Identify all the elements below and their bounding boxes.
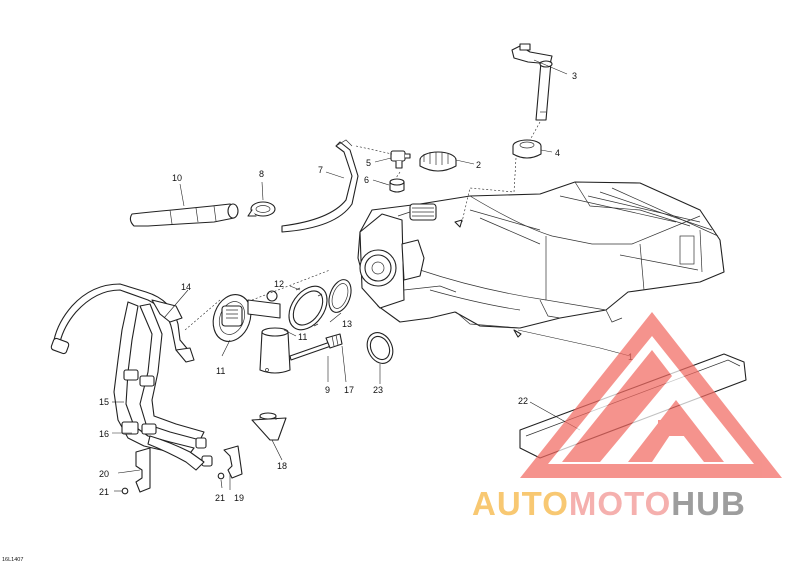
watermark-hub: HUB — [671, 485, 746, 522]
pickup-tube — [289, 333, 343, 361]
callout-22: 22 — [518, 396, 528, 406]
callout-13: 13 — [342, 319, 352, 329]
fuel-tank — [357, 181, 725, 329]
watermark-auto: AUTO — [472, 485, 569, 522]
callout-23: 23 — [373, 385, 383, 395]
callout-10: 10 — [172, 173, 182, 183]
watermark-moto: MOTO — [569, 485, 671, 522]
fuel-pump — [184, 269, 331, 374]
grommet — [512, 139, 542, 159]
locking-ring — [288, 285, 328, 331]
callout-19: 19 — [234, 493, 244, 503]
svg-text:AUTOMOTOHUB: AUTOMOTOHUB — [472, 485, 746, 522]
callout-2: 2 — [476, 160, 481, 170]
filler-tube — [511, 43, 553, 121]
callout-3: 3 — [572, 71, 577, 81]
callout-21-left: 21 — [99, 487, 109, 497]
callout-7: 7 — [318, 165, 323, 175]
callout-9: 9 — [325, 385, 330, 395]
callout-15: 15 — [99, 397, 109, 407]
valve-cap — [389, 178, 405, 193]
callout-18: 18 — [277, 461, 287, 471]
fuel-hose-assembly — [50, 283, 213, 471]
callout-11-left: 11 — [216, 366, 225, 376]
callout-6: 6 — [364, 175, 369, 185]
callout-14: 14 — [181, 282, 191, 292]
access-cover-gasket — [366, 332, 394, 364]
gasket — [328, 279, 352, 313]
hose — [129, 203, 239, 227]
callout-8: 8 — [259, 169, 264, 179]
vent-hose — [281, 139, 359, 233]
callout-12: 12 — [274, 279, 284, 289]
callout-20: 20 — [99, 469, 109, 479]
vent-valve — [390, 150, 411, 169]
callout-21-right: 21 — [215, 493, 225, 503]
mounting-brackets — [121, 445, 243, 495]
document-id: 16L1407 — [2, 557, 23, 563]
watermark-text: AUTOMOTOHUB — [472, 485, 746, 522]
fuel-cap — [419, 151, 457, 172]
callout-4: 4 — [555, 148, 560, 158]
callout-17: 17 — [344, 385, 354, 395]
callout-11-right: 11 — [298, 332, 307, 342]
callout-16: 16 — [99, 429, 109, 439]
callout-5: 5 — [366, 158, 371, 168]
hose-clamp — [247, 201, 276, 217]
automotohub-logo-icon — [520, 312, 782, 478]
pump-bracket — [251, 412, 287, 441]
